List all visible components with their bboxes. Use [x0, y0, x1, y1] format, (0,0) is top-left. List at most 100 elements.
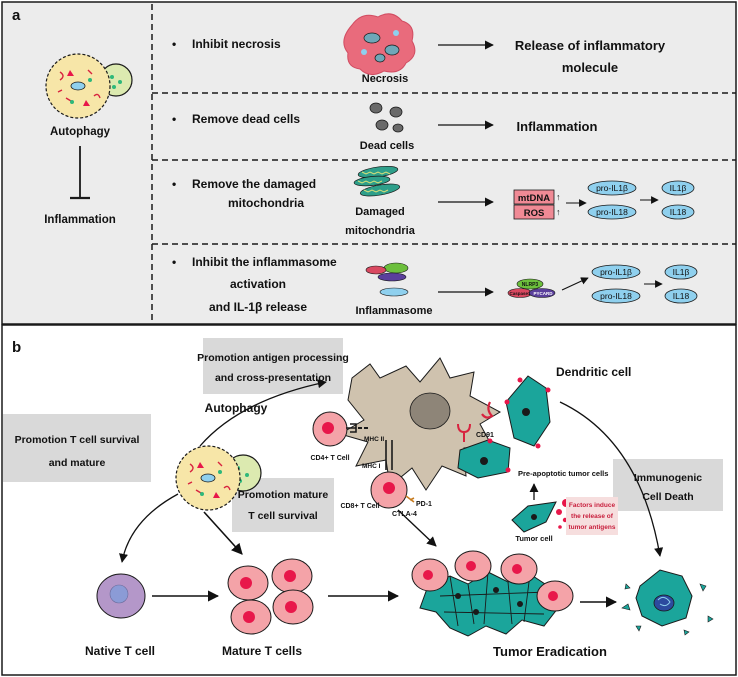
row-1-text: Inhibit necrosis	[192, 37, 281, 51]
row-2-image-label: Dead cells	[360, 140, 414, 152]
cd4-t-cell-icon	[312, 411, 370, 447]
row-4-il18-label: IL18	[673, 291, 690, 301]
row-4-text-line-2: activation	[230, 277, 286, 291]
tumor-cell-label: Tumor cell	[515, 534, 552, 543]
row-3-image-label-2: mitochondria	[345, 225, 416, 237]
row-1-result-line-2: molecule	[562, 60, 618, 75]
icd-line-1: Immunogenic	[634, 472, 702, 484]
ros-box	[513, 204, 555, 220]
factors-line-2: the release of	[571, 513, 614, 520]
pd1-label: PD-1	[416, 501, 432, 508]
mature-t-label: Mature T cells	[222, 644, 302, 658]
panel-b: b Promotion antigen processing and cross…	[1, 324, 737, 676]
ctla4-label: CTLA-4	[392, 511, 417, 518]
row-necrosis: • Inhibit necrosis Necrosis Release of i…	[172, 13, 666, 85]
il1b-label: IL1β	[670, 183, 687, 193]
row-3-text-line-1: Remove the damaged	[192, 177, 316, 191]
factors-box	[566, 497, 618, 535]
autophagy-to-dc-arrow	[199, 379, 327, 447]
tumor-cluster-icon	[411, 550, 574, 637]
cd91-label: CD91	[476, 432, 494, 439]
antigen-processing-box	[203, 338, 343, 394]
row-2-bullet: •	[172, 112, 176, 126]
mature-survival-line-1: Promotion mature	[238, 489, 329, 501]
caspase1-label: Caspase1	[509, 291, 531, 296]
antigen-processing-line-2: and cross-presentation	[215, 372, 331, 384]
ros-label: ROS	[524, 208, 545, 219]
pycard-label: PYCARD	[533, 291, 553, 296]
il1b-ellipse	[661, 180, 695, 196]
mature-t-cells-icon	[227, 558, 314, 635]
row-2-result: Inflammation	[517, 119, 598, 134]
dc-to-icd-arrow	[559, 401, 664, 557]
row-4-arrow-2	[561, 277, 589, 291]
cd8-label: CD8+ T Cell	[340, 503, 379, 510]
row-4-pro-il1b-ellipse	[591, 264, 641, 280]
tcell-survival-line-2: and mature	[49, 457, 106, 469]
dead-tumor-cell-icon	[621, 569, 714, 636]
autophagy-cell-icon	[45, 53, 133, 119]
dendritic-cell-label: Dendritic cell	[556, 365, 631, 379]
row-1-image-label: Necrosis	[362, 73, 408, 85]
row-4-pro-il1b-label: pro-IL1β	[600, 267, 632, 277]
tcell-survival-box	[3, 414, 151, 482]
cd8-t-cell-icon	[370, 471, 415, 509]
row-4-pro-il18-label: pro-IL18	[600, 291, 632, 301]
mtdna-box	[513, 189, 555, 205]
inflammation-label: Inflammation	[44, 214, 116, 226]
row-4-bullet: •	[172, 255, 176, 269]
tumor-eradication-label: Tumor Eradication	[493, 644, 607, 659]
antigen-processing-line-1: Promotion antigen processing	[197, 352, 349, 364]
row-3-text-line-2: mitochondria	[228, 196, 304, 210]
row-4-il1b-ellipse	[664, 264, 698, 280]
row-mitochondria: • Remove the damaged mitochondria Damage…	[172, 165, 695, 237]
cd91-receptor-icon	[457, 423, 471, 442]
row-dead-cells: • Remove dead cells Dead cells Inflammat…	[172, 102, 598, 152]
il18-label: IL18	[670, 207, 687, 217]
pre-apoptotic-label: Pre-apoptotic tumor cells	[518, 469, 608, 478]
panel-a: a Autophagy Inflammation • Inhibit necro…	[1, 1, 737, 325]
row-3-bullet: •	[172, 177, 176, 191]
row-2-text: Remove dead cells	[192, 112, 300, 126]
mtdna-up-arrow: ↑	[556, 192, 561, 202]
mtdna-label: mtDNA	[518, 193, 550, 204]
mhc1-label: MHC I	[362, 463, 381, 470]
autophagy-to-native-arrow	[119, 493, 179, 563]
icd-line-2: Cell Death	[642, 491, 693, 503]
factors-line-1: Factors induce	[569, 502, 616, 509]
panel-b-label: b	[12, 339, 21, 356]
nlrp3-label: NLRP3	[522, 282, 539, 288]
panel-a-label: a	[12, 7, 21, 24]
autophagy-cell-b-icon	[175, 445, 262, 511]
pre-apoptotic-cell-lower-icon	[457, 438, 511, 479]
row-4-il1b-label: IL1β	[673, 267, 690, 277]
autophagy-b-label: Autophagy	[205, 401, 268, 415]
autophagy-to-mature-arrow	[203, 511, 243, 555]
pro-il18-label: pro-IL18	[596, 207, 628, 217]
native-t-cell-icon	[96, 573, 146, 619]
row-4-il18-ellipse	[664, 288, 698, 304]
pre-apoptotic-cell-upper-icon	[504, 375, 551, 449]
icd-box	[613, 459, 723, 511]
row-1-bullet: •	[172, 37, 176, 51]
cd91-binding-icon	[481, 401, 494, 419]
tumor-cell-icon	[511, 501, 557, 533]
row-4-pro-il18-ellipse	[591, 288, 641, 304]
il18-ellipse	[661, 204, 695, 220]
row-1-result-line-1: Release of inflammatory	[515, 38, 666, 53]
tcell-survival-line-1: Promotion T cell survival	[15, 434, 140, 446]
autophagy-label: Autophagy	[50, 126, 111, 138]
row-3-image-label-1: Damaged	[355, 206, 405, 218]
dead-cells-icon	[369, 102, 404, 133]
mhc2-label: MHC II	[364, 436, 384, 443]
necrosis-icon	[343, 13, 416, 75]
cd4-label: CD4+ T Cell	[310, 455, 349, 462]
mhc1-receptor-icon	[385, 440, 393, 470]
nlrp3-complex-icon	[507, 278, 556, 298]
damaged-mitochondria-icon	[353, 165, 401, 197]
pro-il18-ellipse	[587, 204, 637, 220]
row-4-text-line-1: Inhibit the inflammasome	[192, 255, 337, 269]
ros-up-arrow: ↑	[556, 207, 561, 217]
